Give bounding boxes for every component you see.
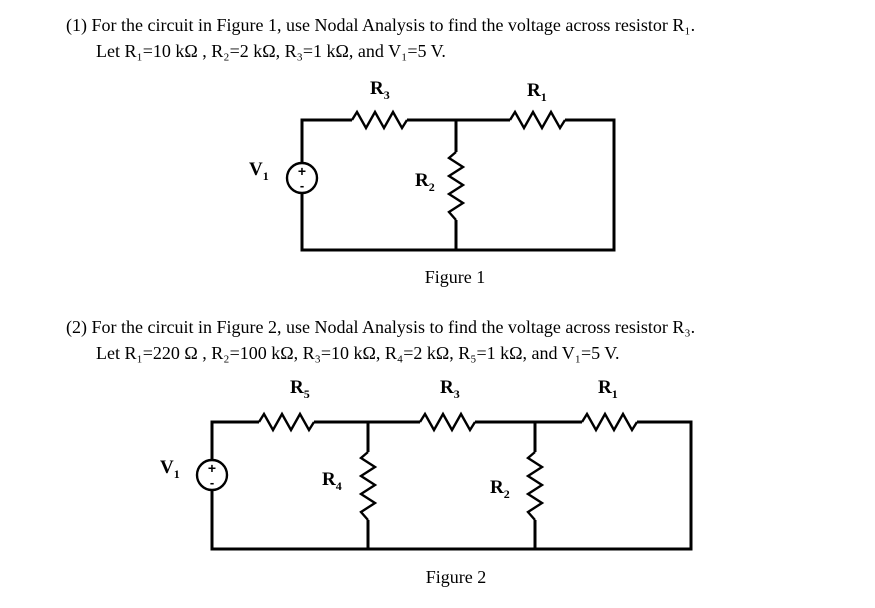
figure2-resistor-r4 — [358, 451, 378, 521]
problem1-given-values: Let R₁=10 kΩ , R₂=2 kΩ, R₃=1 kΩ, and V₁=… — [96, 41, 446, 61]
problem2-statement: (2) For the circuit in Figure 2, use Nod… — [66, 317, 696, 337]
figure2-label-r3: R3 — [440, 377, 460, 401]
figure2-voltage-source-v1 — [195, 458, 229, 492]
figure2-label-r1: R1 — [598, 377, 618, 401]
figure1-caption: Figure 1 — [425, 267, 486, 287]
figure1-resistor-r3 — [350, 109, 409, 131]
figure1-resistor-r1 — [508, 109, 567, 131]
figure1-resistor-r2 — [446, 151, 466, 221]
figure2-source-plus-sign: + — [208, 460, 216, 476]
figure2-circuit: + - R5 R3 R1 R4 R2 V1 Figure 2 — [160, 377, 693, 587]
figure1-label-v1: V1 — [249, 159, 269, 183]
problem1-statement: (1) For the circuit in Figure 1, use Nod… — [66, 15, 696, 35]
figure1-label-r1: R1 — [527, 80, 547, 104]
figure2-resistor-r2 — [525, 451, 545, 521]
figure1-source-plus-sign: + — [298, 163, 306, 179]
figure2-label-r4: R4 — [322, 469, 342, 493]
figure2-source-minus-sign: - — [210, 475, 214, 490]
figure1-label-r2: R2 — [415, 170, 435, 194]
figure2-resistor-r1 — [580, 411, 639, 433]
figure1-voltage-source-v1 — [285, 161, 319, 195]
figure2-label-v1: V1 — [160, 457, 180, 481]
figure2-label-r2: R2 — [490, 477, 510, 501]
figure2-top-left-wire — [210, 420, 259, 460]
figure2-right-and-bottom-wire — [210, 420, 693, 551]
figure1-source-minus-sign: - — [300, 178, 304, 193]
figure2-resistor-r5 — [257, 411, 316, 433]
figure2-resistor-r3 — [418, 411, 477, 433]
figure1-label-r3: R3 — [370, 78, 390, 102]
figure1-right-wire — [300, 118, 616, 252]
problem2-given-values: Let R₁=220 Ω , R₂=100 kΩ, R₃=10 kΩ, R₄=2… — [96, 343, 620, 363]
figure1-circuit: + - R3 R1 R2 V1 Figure 1 — [249, 78, 616, 287]
figure2-label-r5: R5 — [290, 377, 310, 401]
figure1-top-left-wire — [300, 118, 352, 163]
figure2-caption: Figure 2 — [426, 567, 487, 587]
